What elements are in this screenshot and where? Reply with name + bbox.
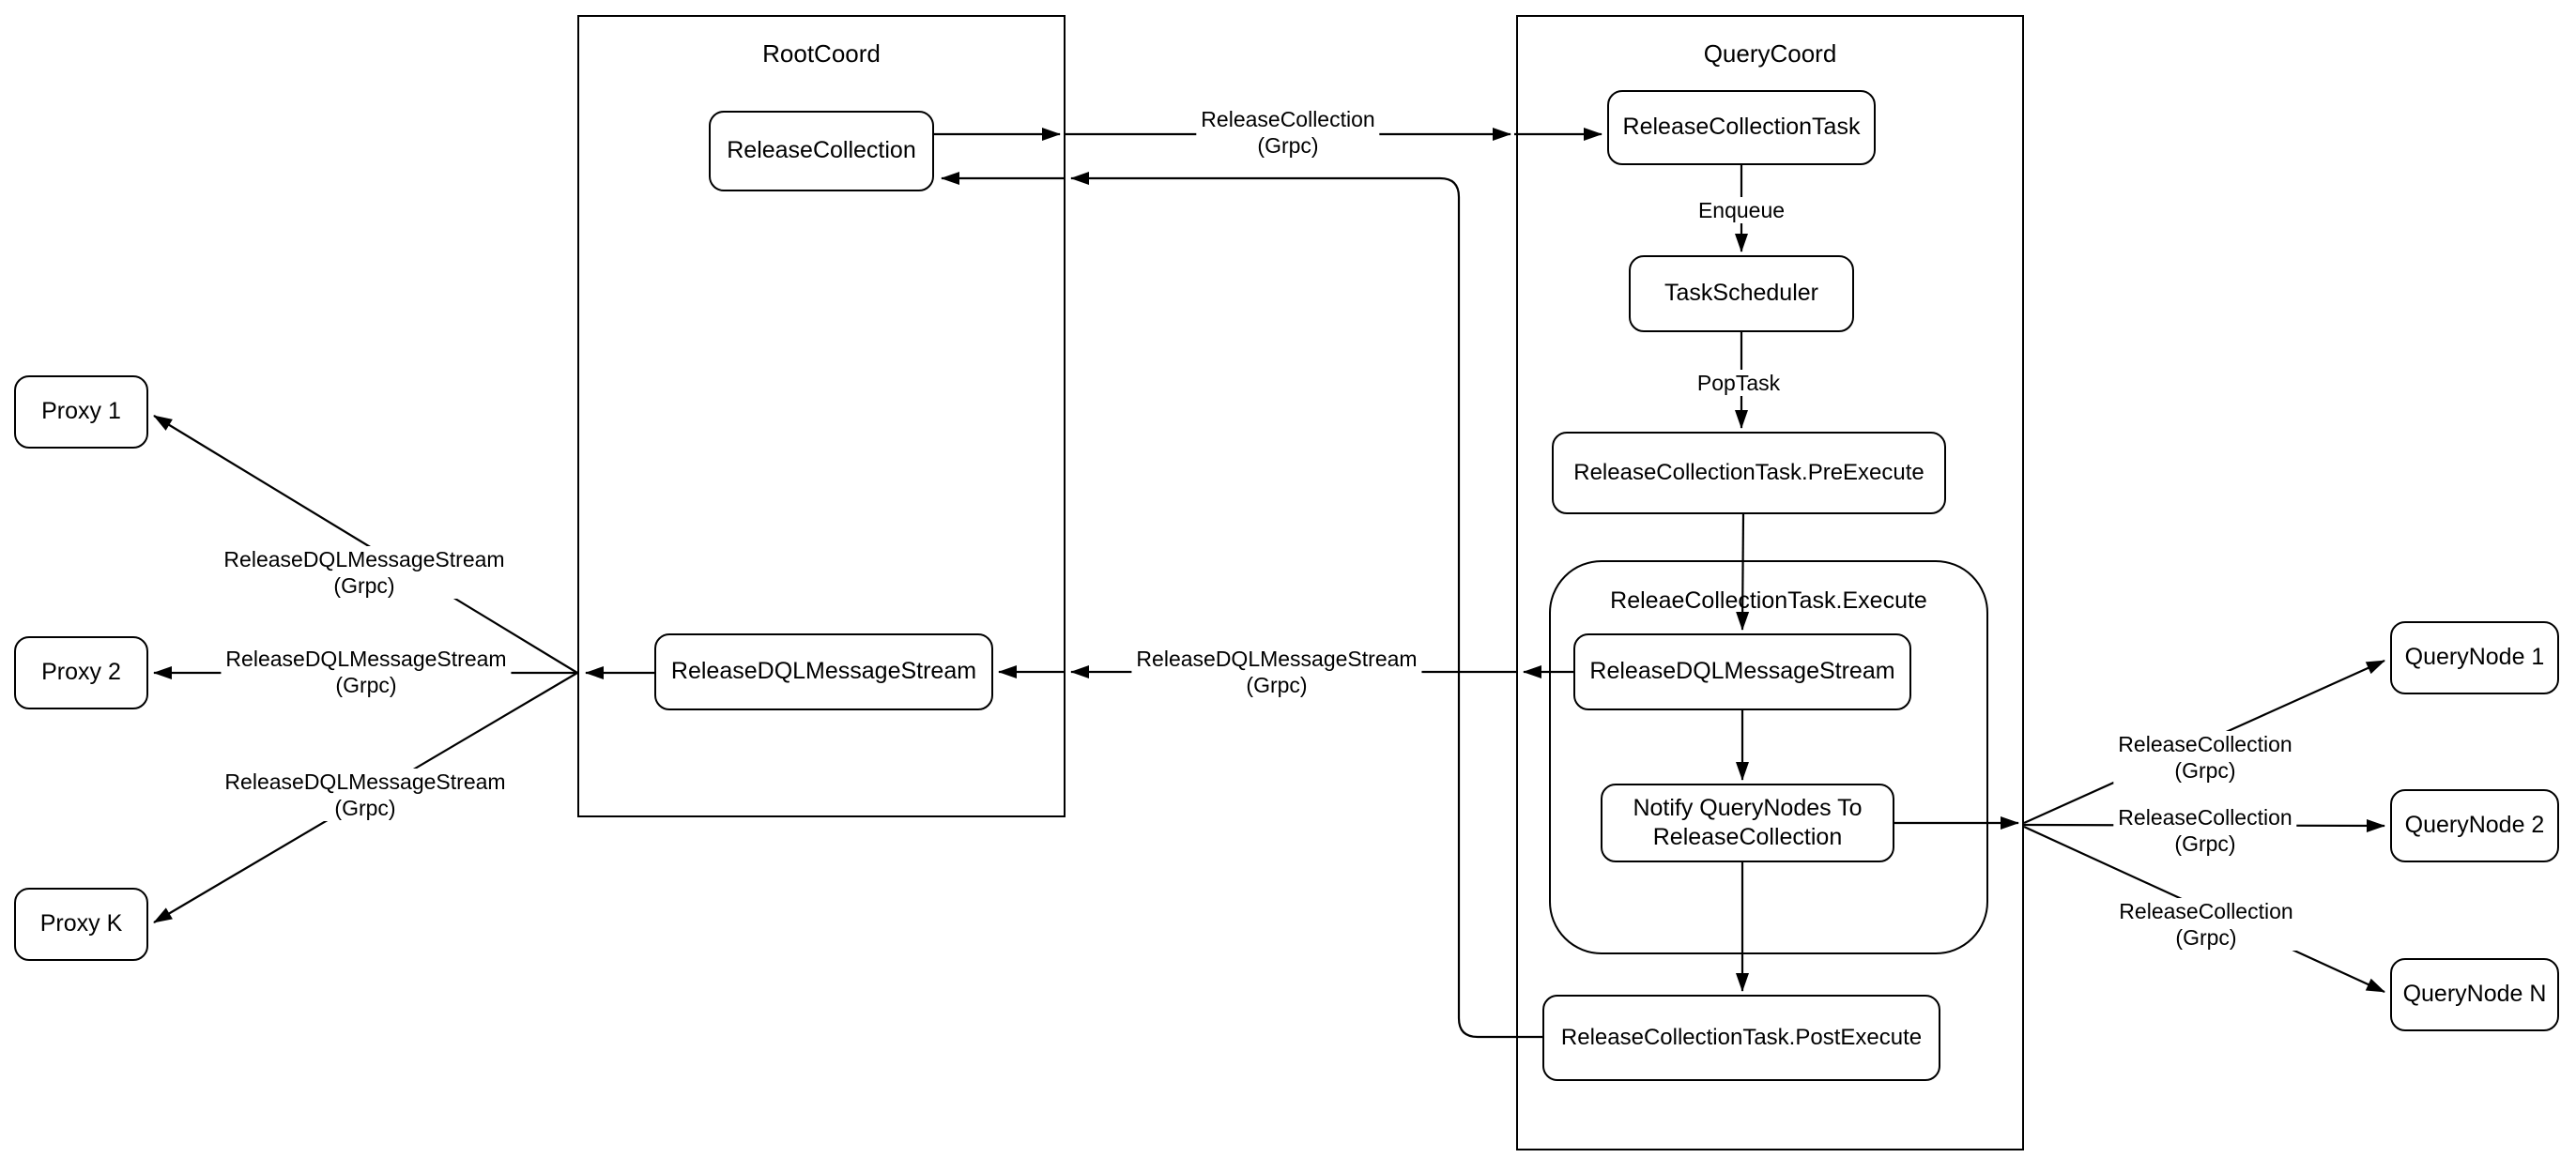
edge-postexecute-return (1070, 172, 1542, 1039)
node-rdqlms-querycoord: ReleaseDQLMessageStream (1573, 633, 1911, 710)
label-rdqlms-grpc-mid: ReleaseDQLMessageStream (Grpc) (1131, 646, 1422, 698)
edge-to-proxy1 (153, 415, 578, 674)
node-proxy-k: Proxy K (14, 888, 148, 961)
node-querynode-2: QueryNode 2 (2390, 789, 2559, 862)
node-preexecute: ReleaseCollectionTask.PreExecute (1552, 432, 1946, 514)
label-rdqlms-grpc-proxy2: ReleaseDQLMessageStream (Grpc) (221, 646, 512, 698)
execute-group (1549, 560, 1988, 954)
node-rdqlms-rootcoord: ReleaseDQLMessageStream (654, 633, 993, 710)
label-rdqlms-grpc-proxyk: ReleaseDQLMessageStream (Grpc) (220, 769, 511, 821)
edge-preexecute-to-rdqlms (1736, 513, 1750, 631)
label-releasecollection-grpc-qn1: ReleaseCollection (Grpc) (2113, 731, 2297, 784)
node-release-collection-task: ReleaseCollectionTask (1607, 90, 1876, 165)
rootcoord-container (577, 15, 1066, 817)
node-proxy-1: Proxy 1 (14, 375, 148, 449)
rootcoord-title: RootCoord (762, 39, 881, 68)
node-release-collection: ReleaseCollection (709, 111, 934, 191)
querycoord-title: QueryCoord (1703, 39, 1837, 68)
notify-line2: ReleaseCollection (1652, 824, 1843, 850)
label-releasecollection-grpc-qnn: ReleaseCollection (Grpc) (2114, 898, 2298, 951)
node-postexecute: ReleaseCollectionTask.PostExecute (1542, 995, 1940, 1081)
notify-line1: Notify QueryNodes To (1633, 794, 1863, 821)
label-poptask: PopTask (1692, 370, 1786, 396)
label-rdqlms-grpc-proxy1: ReleaseDQLMessageStream (Grpc) (219, 546, 510, 599)
label-releasecollection-grpc-qn2: ReleaseCollection (Grpc) (2113, 804, 2297, 857)
label-enqueue: Enqueue (1693, 197, 1790, 223)
node-querynode-1: QueryNode 1 (2390, 621, 2559, 694)
node-querynode-n: QueryNode N (2390, 958, 2559, 1031)
node-task-scheduler: TaskScheduler (1629, 255, 1854, 332)
node-proxy-2: Proxy 2 (14, 636, 148, 709)
label-releasecollection-grpc: ReleaseCollection (Grpc) (1196, 106, 1380, 159)
querycoord-container (1516, 15, 2024, 1150)
execute-group-title: ReleaeCollectionTask.Execute (1610, 587, 1927, 614)
node-notify-querynodes: Notify QueryNodes To ReleaseCollection (1601, 784, 1894, 862)
